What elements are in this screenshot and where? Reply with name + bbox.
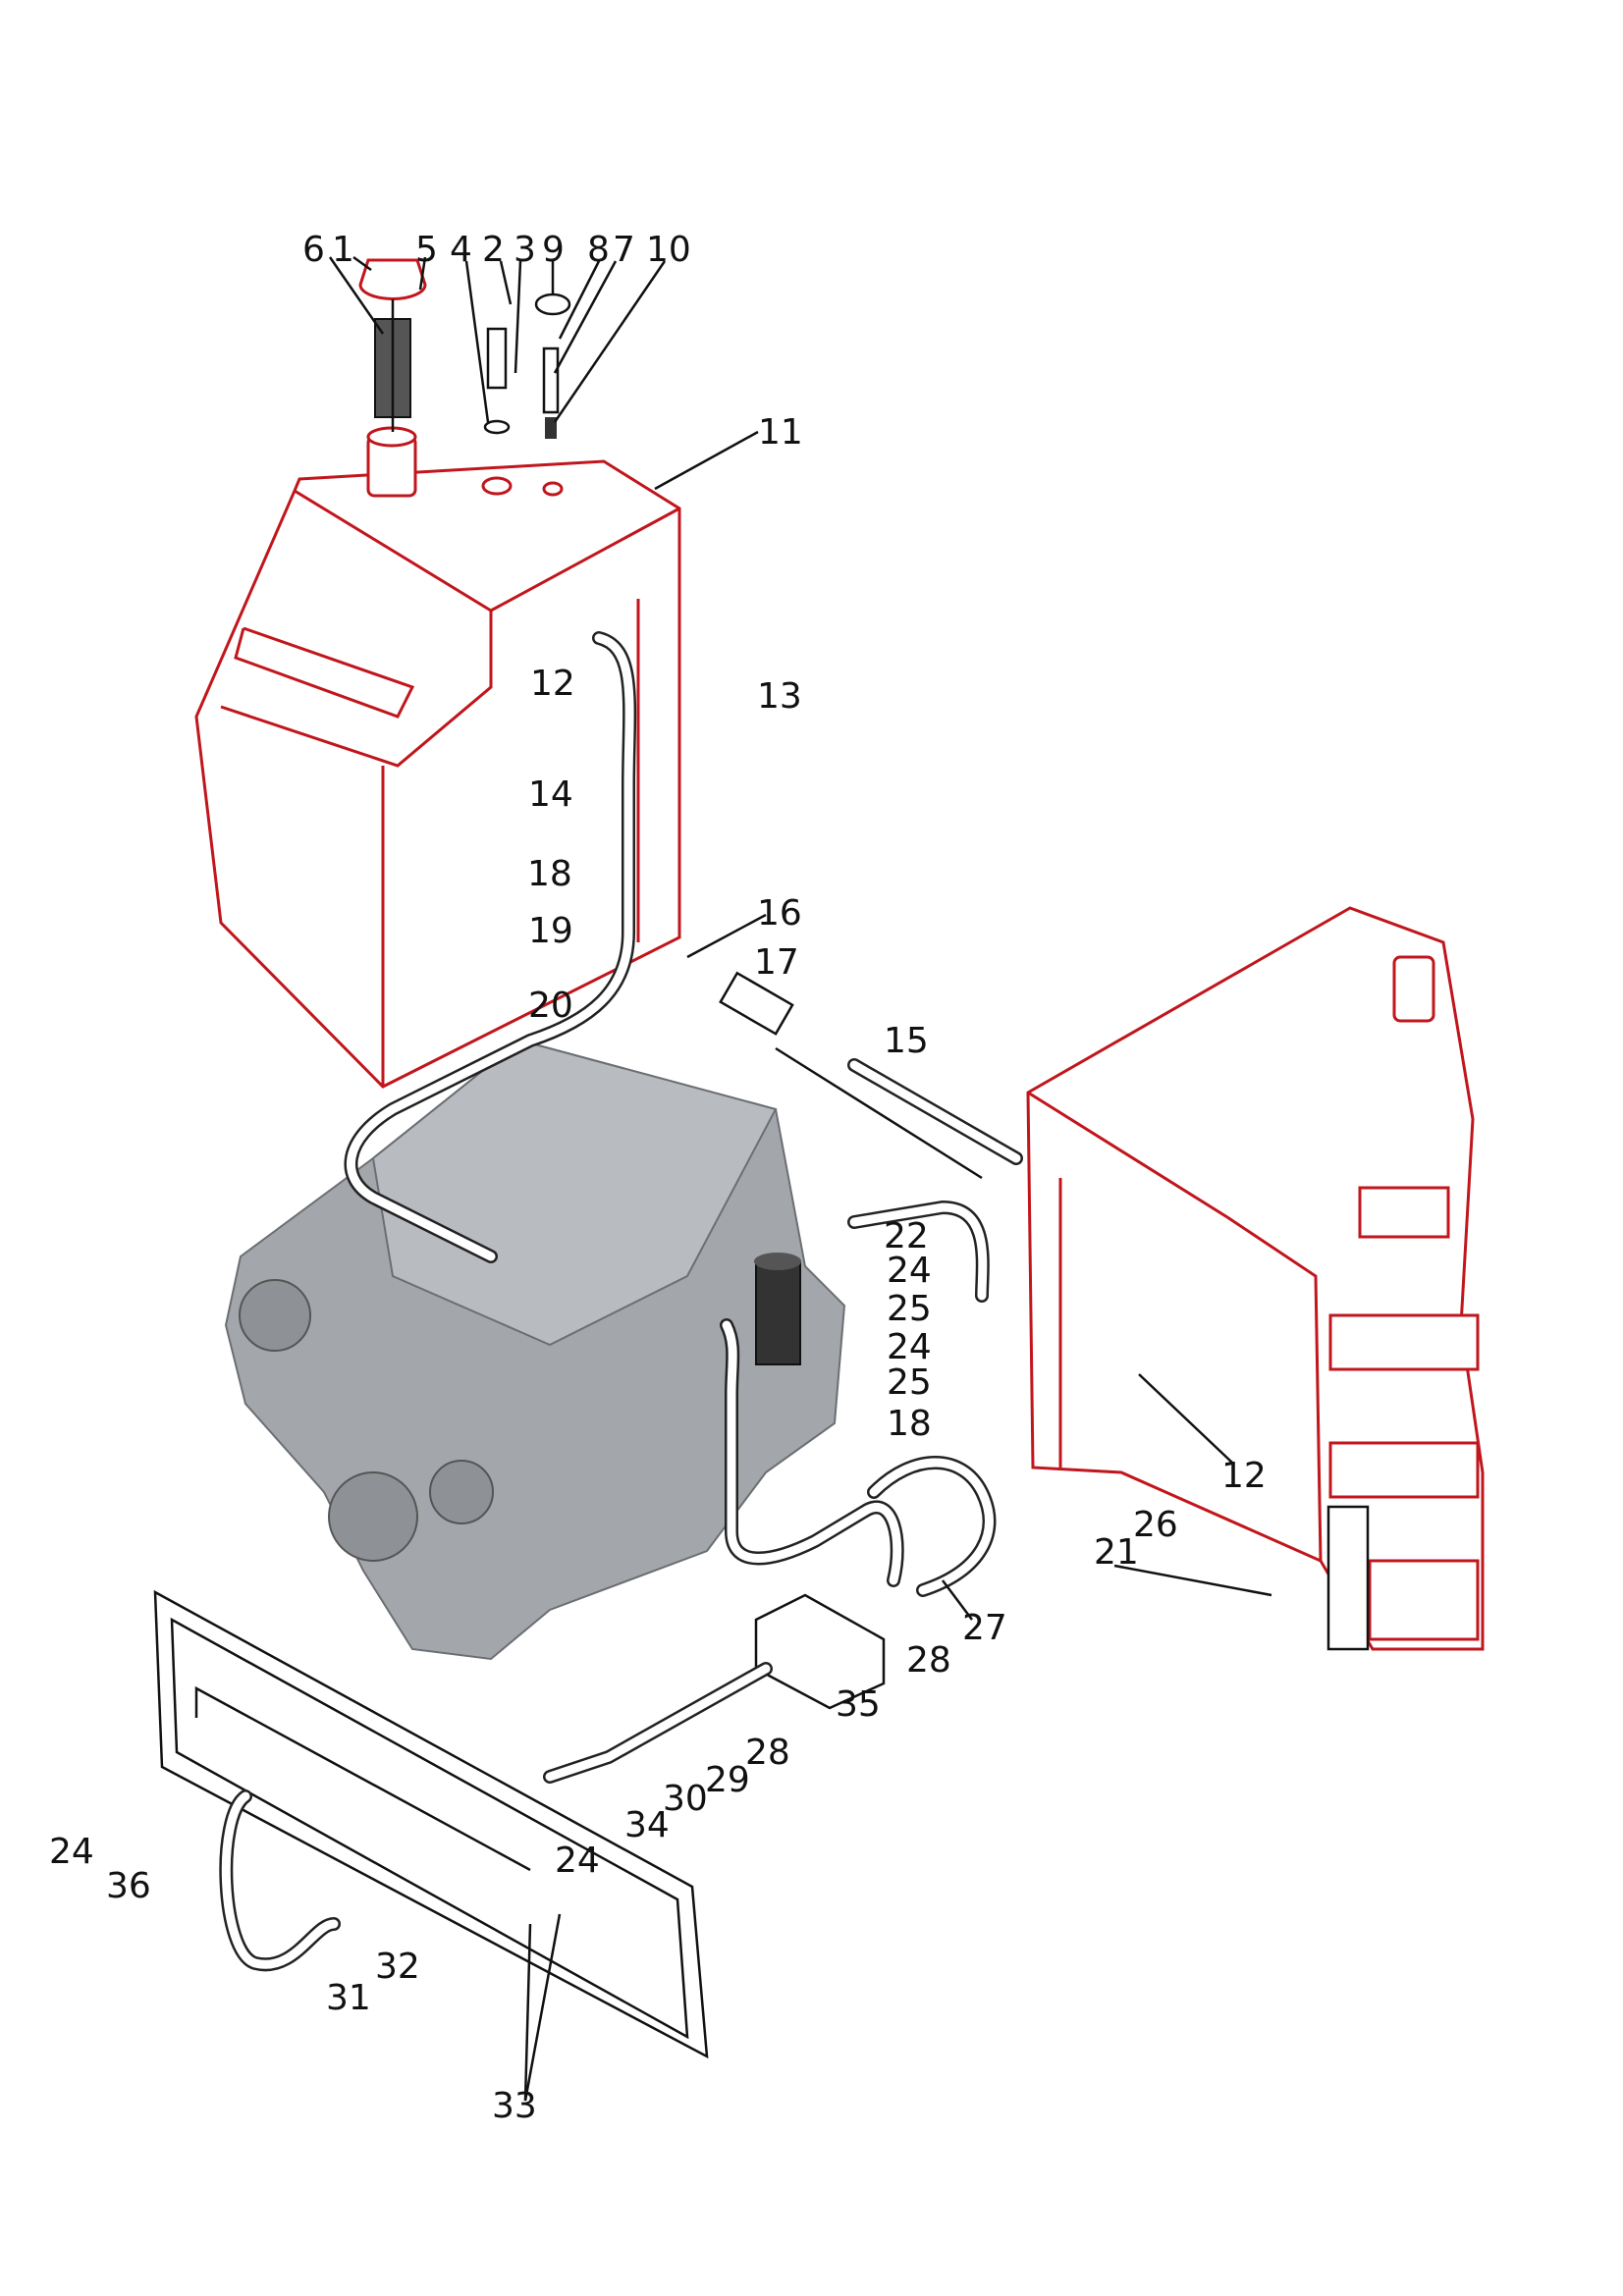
callout-2: 2 <box>482 230 505 270</box>
callout-17: 17 <box>754 942 799 983</box>
callout-21: 21 <box>1094 1532 1139 1573</box>
callout-13: 13 <box>757 676 802 717</box>
callout-11: 11 <box>758 412 803 453</box>
fender-step-assembly <box>1026 906 1485 1651</box>
callout-20: 20 <box>528 986 573 1026</box>
callout-33: 33 <box>492 2086 537 2126</box>
callout-1: 1 <box>332 230 354 270</box>
callout-24: 24 <box>555 1841 600 1881</box>
callout-9: 9 <box>542 230 565 270</box>
filler-cap-strainer <box>358 258 427 432</box>
callout-36: 36 <box>106 1866 151 1906</box>
callout-24: 24 <box>887 1251 932 1291</box>
callout-26: 26 <box>1133 1505 1178 1545</box>
callout-5: 5 <box>415 230 438 270</box>
callout-16: 16 <box>757 893 802 934</box>
callout-6: 6 <box>302 230 325 270</box>
return-filter <box>754 1253 801 1365</box>
callout-24: 24 <box>49 1832 94 1872</box>
callout-27: 27 <box>962 1608 1007 1648</box>
callout-15: 15 <box>884 1021 929 1061</box>
callout-18: 18 <box>887 1404 932 1444</box>
manifold-block <box>543 1593 886 1784</box>
leader-lines <box>328 255 1272 2102</box>
callout-35: 35 <box>836 1684 881 1725</box>
callout-34: 34 <box>624 1805 670 1845</box>
callout-22: 22 <box>884 1216 929 1256</box>
callout-3: 3 <box>514 230 536 270</box>
callout-19: 19 <box>528 911 573 951</box>
callout-labels: 6 1 5 4 2 3 9 8 7 10 11 12 13 14 18 19 1… <box>49 230 1267 2126</box>
callout-14: 14 <box>528 774 573 815</box>
oil-cooler <box>153 1589 709 2059</box>
callout-31: 31 <box>326 1978 371 2018</box>
callout-7: 7 <box>613 230 635 270</box>
callout-28: 28 <box>906 1640 951 1681</box>
callout-32: 32 <box>375 1947 420 1987</box>
callout-18: 18 <box>527 854 572 894</box>
hoses <box>344 631 1023 1597</box>
callout-25: 25 <box>887 1362 932 1403</box>
callout-12: 12 <box>530 664 575 704</box>
engine <box>224 1039 846 1661</box>
callout-29: 29 <box>705 1760 750 1800</box>
callout-28: 28 <box>745 1733 790 1773</box>
callout-30: 30 <box>663 1779 708 1819</box>
callout-25: 25 <box>887 1289 932 1329</box>
callout-24: 24 <box>887 1327 932 1367</box>
hydraulic-tank <box>194 426 681 1089</box>
callout-8: 8 <box>587 230 610 270</box>
callout-10: 10 <box>646 230 691 270</box>
callout-4: 4 <box>450 230 472 270</box>
callout-12: 12 <box>1221 1456 1267 1496</box>
